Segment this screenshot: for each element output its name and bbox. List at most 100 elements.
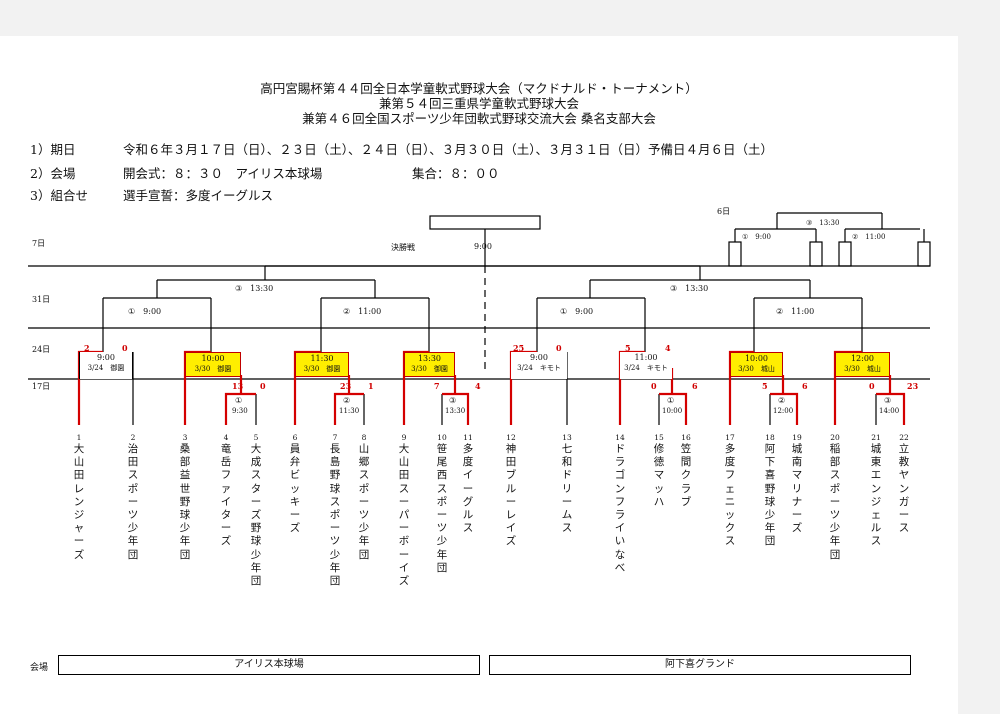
team-name: 阿下喜野球少年団 [764, 443, 776, 548]
oath-value: 選手宣誓：多度イーグルス [123, 188, 274, 203]
repechage-a-label: ① 9:00 [742, 233, 771, 241]
r1-game-4-time: 10:00 [662, 407, 683, 415]
score: 23 [907, 381, 919, 391]
r2-game-8-sub: 3/30 城山 [844, 365, 881, 373]
r2-game-2-sub: 3/30 御園 [194, 365, 232, 373]
r1-game-3-mark: ③ [449, 396, 457, 405]
score: 0 [651, 381, 657, 391]
r2-game-8-time: 12:00 [850, 354, 875, 363]
combination-label: 3）組合せ [30, 188, 88, 203]
r2-game-6: 11:00 3/24 キモト [620, 352, 672, 379]
repechage-top-label: ③ 13:30 [806, 219, 840, 227]
r2-game-7-time: 10:00 [744, 354, 769, 363]
r1-game-1-mark: ① [235, 396, 243, 405]
score: 1 [368, 381, 374, 391]
score: 13 [232, 381, 244, 391]
r2-game-1-time: 9:00 [97, 353, 115, 362]
repechage-b-label: ② 11:00 [852, 233, 886, 241]
qf2-label: ② 11:00 [343, 307, 382, 316]
score: 0 [556, 343, 562, 353]
r1-game-6-mark: ③ [884, 396, 892, 405]
score: 5 [625, 343, 631, 353]
right-semi-label: ③ 13:30 [670, 284, 709, 293]
r2-game-5: 9:00 3/24 キモト [511, 352, 567, 379]
team-name: 修徳マッハ [653, 443, 665, 508]
score: 4 [665, 343, 671, 353]
team-name: 笠間クラブ [680, 443, 692, 508]
r2-game-8: 12:00 3/30 城山 [835, 352, 890, 377]
r1-game-2-mark: ② [343, 396, 351, 405]
r2-game-4: 13:30 3/30 御園 [404, 352, 455, 377]
score: 4 [475, 381, 481, 391]
venue-value: 開会式：８：３０ アイリス本球場 [123, 166, 323, 181]
team-name: 大山田レンジャーズ [73, 443, 85, 561]
final-label: 決勝戦 [391, 243, 415, 252]
team-name: 大成スターズ野球少年団 [250, 443, 262, 588]
team-name: 山郷スポーツ少年団 [358, 443, 370, 561]
score: 25 [513, 343, 525, 353]
score: 0 [260, 381, 266, 391]
team-name: 多度フェニックス [724, 443, 736, 548]
score: 0 [122, 343, 128, 353]
team-name: 神田ブルーレイズ [505, 443, 517, 548]
r1-game-2-time: 11:30 [339, 407, 360, 415]
period-value: 令和６年３月１７日（日）、２３日（土）、２４日（日）、３月３０日（土）、３月３１… [123, 142, 774, 157]
r2-game-2-time: 10:00 [201, 354, 225, 363]
r2-game-3-time: 11:30 [310, 354, 334, 363]
r2-game-6-time: 11:00 [634, 353, 658, 362]
team-name: 城東エンジェルス [870, 443, 882, 548]
team-name: 員弁ビッキーズ [289, 443, 301, 535]
period-label: 1）期日 [30, 142, 76, 157]
tournament-title-line2: 兼第５４回三重県学童軟式野球大会 [378, 96, 579, 111]
r2-game-5-time: 9:00 [530, 353, 548, 362]
r2-game-2: 10:00 3/30 御園 [185, 352, 241, 377]
final-time: 9:00 [474, 242, 492, 251]
score: 23 [340, 381, 352, 391]
team-name: 七和ドリームス [561, 443, 573, 535]
left-semi-label: ③ 13:30 [235, 284, 274, 293]
team-name: 多度イーグルス [462, 443, 474, 535]
footer-venue-label: 会場 [30, 663, 49, 673]
r2-game-5-sub: 3/24 キモト [517, 364, 561, 372]
date-label-31: 31日 [32, 295, 51, 304]
team-name: 笹尾西スポーツ少年団 [436, 443, 448, 574]
team-name: 稲部スポーツ少年団 [829, 443, 841, 561]
date-label-7: 7日 [32, 239, 46, 248]
r1-game-5-time: 12:00 [773, 407, 794, 415]
team-name: 長島野球スポーツ少年団 [329, 443, 341, 588]
r2-game-4-sub: 3/30 御園 [411, 365, 448, 373]
venue-box-right: 阿下喜グランド [489, 655, 911, 675]
bracket-sheet [0, 36, 958, 714]
date-label-17: 17日 [32, 382, 51, 391]
r1-game-3-time: 13:30 [445, 407, 466, 415]
score: 5 [762, 381, 768, 391]
qf1-label: ① 9:00 [128, 307, 162, 316]
qf4-label: ② 11:00 [776, 307, 815, 316]
r2-game-7-sub: 3/30 城山 [738, 365, 775, 373]
team-name: 竜岳ファイターズ [220, 443, 232, 548]
r2-game-4-time: 13:30 [417, 354, 442, 363]
team-name: 桑部益世野球少年団 [179, 443, 191, 561]
venue-box-left: アイリス本球場 [58, 655, 480, 675]
r2-game-6-sub: 3/24 キモト [624, 364, 668, 372]
qf3-label: ① 9:00 [560, 307, 594, 316]
score: 6 [802, 381, 808, 391]
